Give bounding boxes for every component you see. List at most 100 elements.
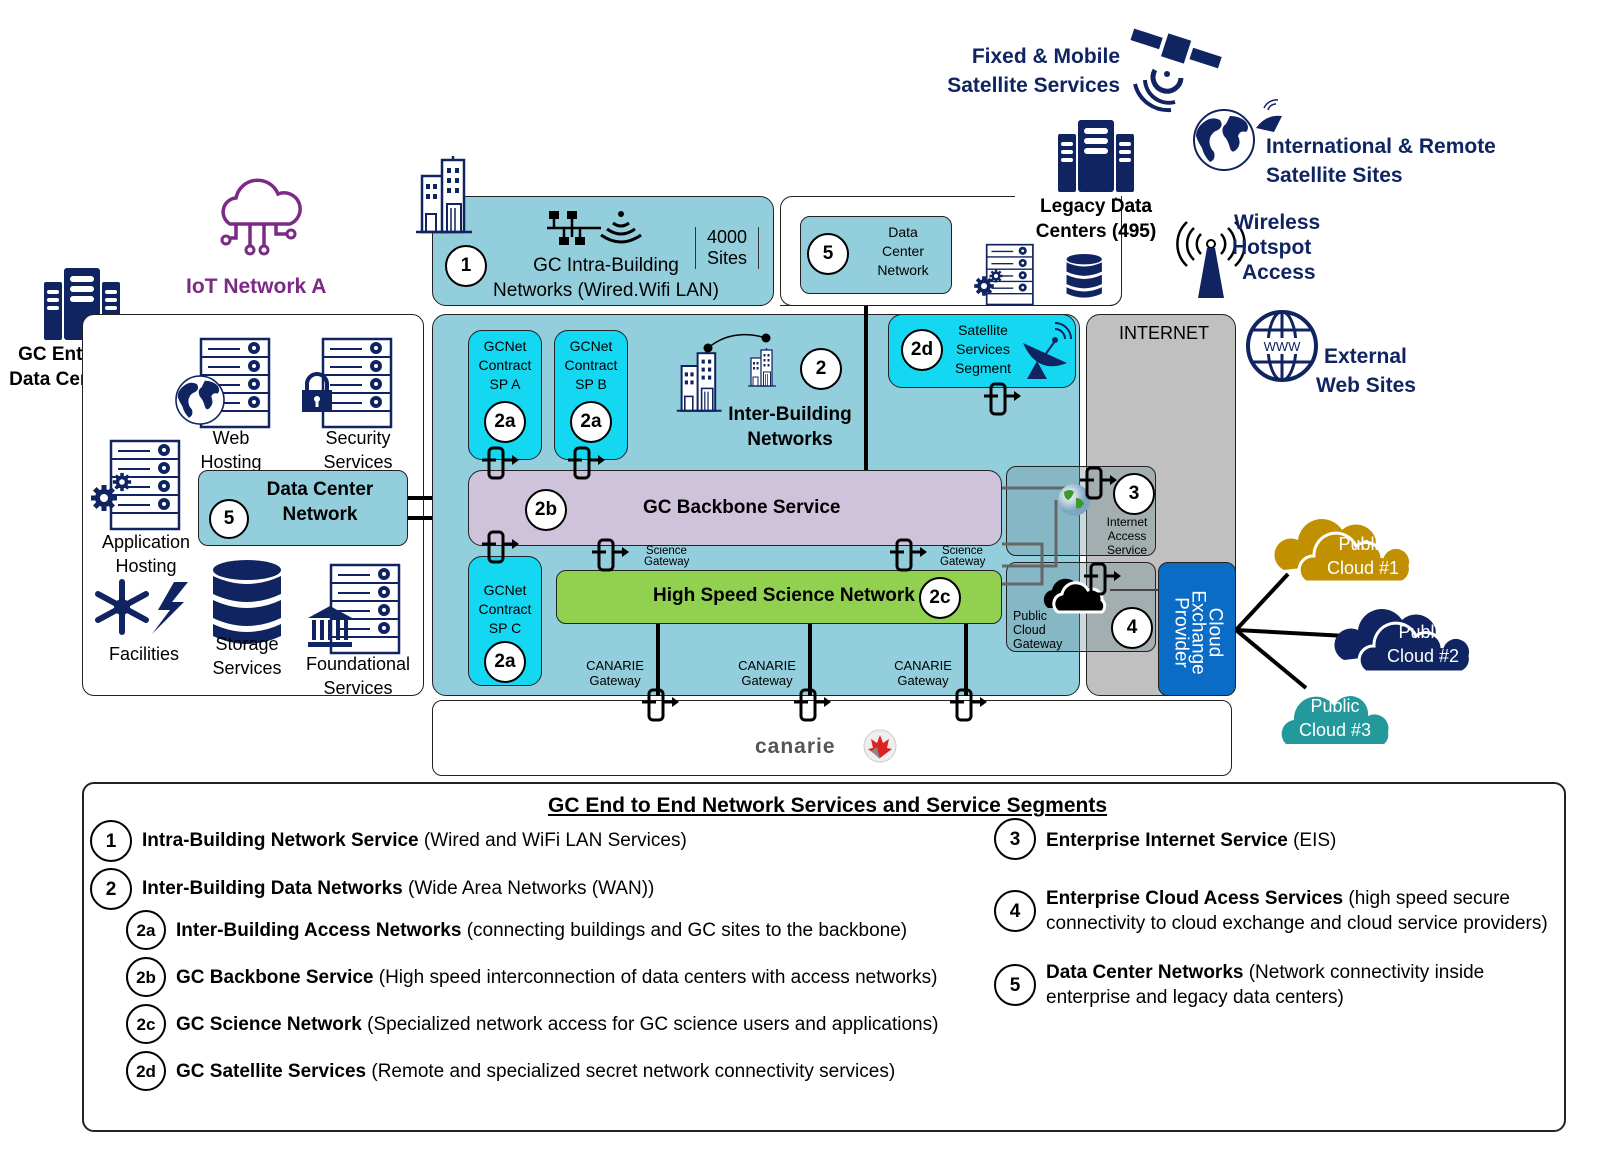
canarie-link-1 xyxy=(656,624,660,696)
legend-item: 4 Enterprise Cloud Acess Services (high … xyxy=(994,886,1560,936)
office-building-icon xyxy=(414,154,474,234)
gears-icon xyxy=(91,472,132,511)
legend-item: 5 Data Center Networks (Network connecti… xyxy=(994,960,1494,1010)
gateway-icon[interactable] xyxy=(566,446,608,482)
canarie-gateway-icon[interactable] xyxy=(792,688,834,724)
canarie-link-2 xyxy=(808,624,812,696)
science-title: High Speed Science Network xyxy=(653,585,915,606)
gc-backbone-service[interactable]: 2b GC Backbone Service xyxy=(468,470,1002,546)
legend-item: 2b GC Backbone Service (High speed inter… xyxy=(126,957,937,997)
legend-panel: GC End to End Network Services and Servi… xyxy=(82,782,1566,1132)
foundational-services-label: Foundational Services xyxy=(305,654,411,698)
canarie-link-3 xyxy=(964,624,968,696)
public-cloud-3-icon xyxy=(1281,696,1389,744)
public-cloud-3[interactable]: Public Cloud #3 xyxy=(1278,680,1398,746)
wireless-antenna-icon xyxy=(1176,221,1246,298)
sites-count: 4000 Sites xyxy=(695,227,759,269)
cloud-gateway-icon[interactable] xyxy=(1082,562,1124,598)
badge-2c: 2c xyxy=(919,577,961,619)
satellite-services-segment[interactable]: 2d Satellite Services Segment xyxy=(888,314,1076,388)
badge-2d: 2d xyxy=(901,329,943,371)
legacy-gears-icon xyxy=(974,269,1003,296)
legend-item: 2d GC Satellite Services (Remote and spe… xyxy=(126,1051,895,1091)
canarie-logo-text: canarie xyxy=(755,735,836,758)
inter-building-icon xyxy=(675,333,777,412)
science-gateway-icon[interactable] xyxy=(888,538,930,574)
contract-sp-c[interactable]: GCNet Contract SP C 2a xyxy=(468,556,542,686)
legacy-backbone-link xyxy=(864,306,868,472)
legend-item: 2a Inter-Building Access Networks (conne… xyxy=(126,910,907,950)
badge-2a: 2a xyxy=(570,401,612,443)
contract-sp-b[interactable]: GCNet Contract SP B 2a xyxy=(554,330,628,460)
legend-item: 2c GC Science Network (Specialized netwo… xyxy=(126,1004,938,1044)
backbone-title: GC Backbone Service xyxy=(643,497,841,518)
international-remote-label: International & Remote Satellite Sites xyxy=(1266,135,1496,187)
facilities-label: Facilities xyxy=(108,644,179,664)
legend-title: GC End to End Network Services and Servi… xyxy=(548,794,1108,817)
iot-network-label: IoT Network A xyxy=(186,275,327,298)
iot-cloud-icon xyxy=(220,178,302,256)
cloud-exchange-provider[interactable]: Cloud Exchange Provider xyxy=(1158,562,1236,696)
badge-1: 1 xyxy=(445,245,487,287)
legend-item: 1 Intra-Building Network Service (Wired … xyxy=(90,820,687,862)
legend-badge: 1 xyxy=(90,820,132,862)
legend-badge: 2b xyxy=(126,957,166,997)
public-cloud-1-icon xyxy=(1274,518,1413,584)
cloud-exchange-links xyxy=(1234,572,1347,690)
enterprise-dc-network-box: 5 Data Center Network xyxy=(198,470,408,546)
international-globe-icon xyxy=(1193,99,1282,171)
fixed-mobile-satellite-label: Fixed & Mobile Satellite Services xyxy=(947,45,1120,97)
padlock-icon xyxy=(302,372,332,412)
legacy-dc-network-box: 5 Data Center Network xyxy=(800,216,952,294)
canarie-gateway-icon[interactable] xyxy=(948,688,990,724)
legacy-storage-icon xyxy=(1066,254,1102,298)
wireless-hotspot-label: Wireless Hotspot Access xyxy=(1232,211,1321,284)
legend-badge: 2 xyxy=(90,868,132,910)
intra-building-box: 1 GC Intra-Building Networks (Wired.Wifi… xyxy=(432,196,774,306)
contract-sp-a[interactable]: GCNet Contract SP A 2a xyxy=(468,330,542,460)
satellite-icon xyxy=(1130,28,1222,113)
public-cloud-2-icon xyxy=(1334,608,1473,674)
science-gateway-label-1: Science Gateway xyxy=(644,545,690,568)
application-hosting-label: Application Hosting xyxy=(101,532,191,576)
canarie-gateway-icon[interactable] xyxy=(640,688,682,724)
badge-2a: 2a xyxy=(484,401,526,443)
satellite-dish-icon xyxy=(1023,322,1072,379)
legacy-data-center-tower-icon xyxy=(1058,120,1134,192)
internet-title: INTERNET xyxy=(1119,323,1209,343)
high-speed-science-network[interactable]: High Speed Science Network 2c xyxy=(556,570,1002,624)
badge-2: 2 xyxy=(800,348,842,390)
dc-network-title: Data Center Network xyxy=(266,479,374,525)
public-cloud-2[interactable]: Public Cloud #2 xyxy=(1334,598,1478,674)
canarie-network-region: canarie xyxy=(432,700,1232,776)
inter-building-title: Inter-Building Networks xyxy=(728,404,852,450)
legend-badge: 2d xyxy=(126,1051,166,1091)
legend-badge: 3 xyxy=(994,818,1036,860)
canarie-maple-leaf-icon xyxy=(863,729,897,763)
badge-2a: 2a xyxy=(484,641,526,683)
public-cloud-1[interactable]: Public Cloud #1 xyxy=(1274,508,1418,584)
www-text: WWW xyxy=(1264,339,1302,354)
external-web-sites-label: External Web Sites xyxy=(1316,345,1416,397)
badge-5: 5 xyxy=(209,499,249,539)
lan-wifi-icon xyxy=(547,211,642,245)
science-gateway-label-2: Science Gateway xyxy=(940,545,986,568)
legend-item: 3 Enterprise Internet Service (EIS) xyxy=(994,818,1336,860)
storage-services-label: Storage Services xyxy=(212,634,282,678)
badge-2b: 2b xyxy=(525,489,567,531)
web-globe-icon xyxy=(175,375,225,425)
satellite-gateway-icon[interactable] xyxy=(982,382,1024,418)
security-services-label: Security Services xyxy=(323,428,393,472)
legend-badge: 2c xyxy=(126,1004,166,1044)
intra-building-title: GC Intra-Building Networks (Wired.Wifi L… xyxy=(493,255,719,301)
gateway-icon[interactable] xyxy=(480,446,522,482)
legend-badge: 5 xyxy=(994,964,1036,1006)
legacy-data-centers-label-overlay: Legacy Data Centers (495) xyxy=(1035,196,1157,242)
legacy-dc-network-title: Data Center Network xyxy=(877,224,929,278)
gateway-icon[interactable] xyxy=(480,530,522,566)
badge-5: 5 xyxy=(807,233,849,275)
science-gateway-icon[interactable] xyxy=(590,538,632,574)
internet-gateway-icon[interactable] xyxy=(1078,466,1120,502)
